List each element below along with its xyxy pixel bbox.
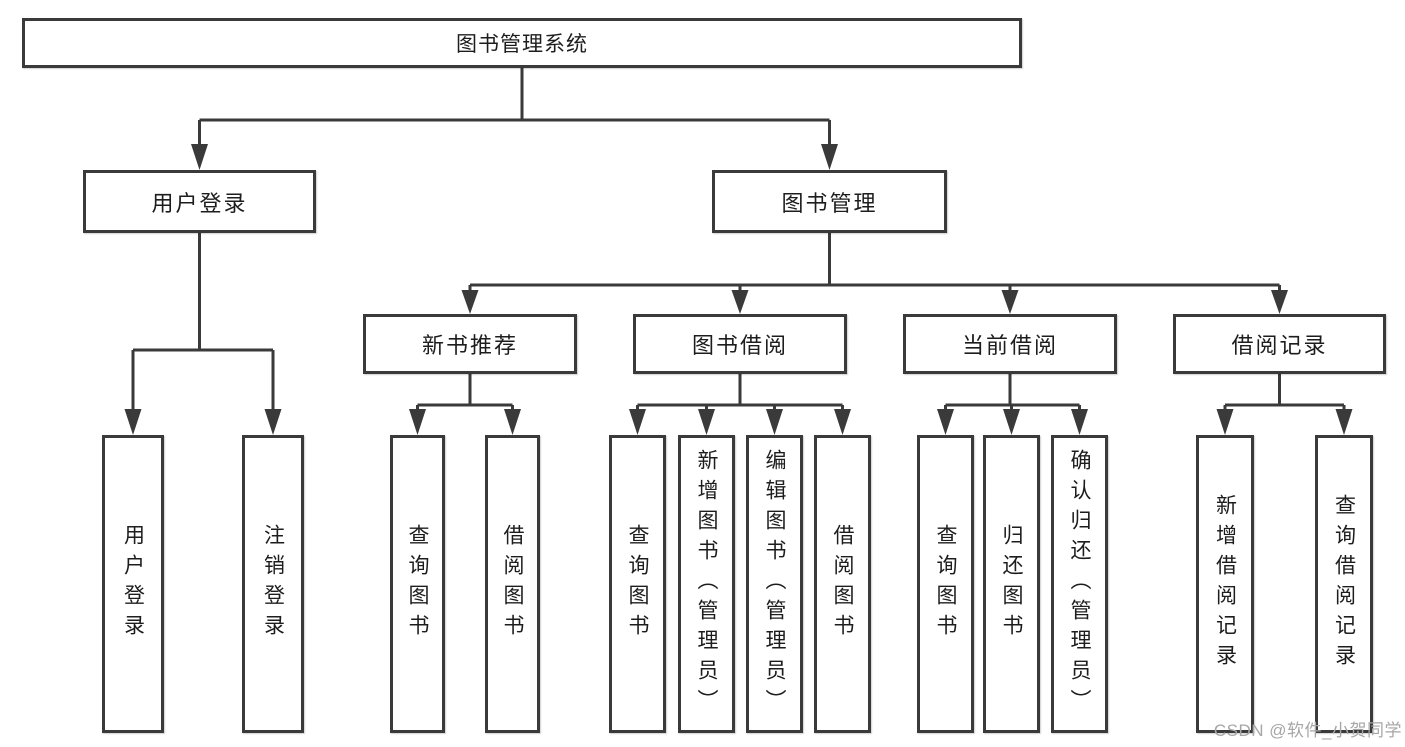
node-book-management-label: 图书管理 — [781, 190, 878, 216]
node-leaf-add-books-admin: 新增图书（管理员） — [678, 435, 735, 733]
node-book-management: 图书管理 — [712, 170, 947, 233]
node-root: 图书管理系统 — [22, 18, 1022, 68]
node-leaf-user-login: 用户登录 — [102, 435, 164, 733]
node-book-borrowing: 图书借阅 — [633, 314, 847, 374]
node-leaf-edit-books-admin: 编辑图书（管理员） — [746, 435, 803, 733]
node-leaf-query-books-2: 查询图书 — [609, 435, 666, 733]
node-current-borrowing: 当前借阅 — [903, 314, 1117, 374]
node-leaf-borrow-books-1: 借阅图书 — [485, 435, 540, 733]
node-book-borrowing-label: 图书借阅 — [691, 333, 788, 358]
node-leaf-add-borrow-record: 新增借阅记录 — [1196, 435, 1254, 733]
csdn-watermark: CSDN @软件_小贺同学 — [1213, 721, 1402, 740]
node-borrowing-records: 借阅记录 — [1173, 314, 1386, 374]
node-new-book-recommend-label: 新书推荐 — [421, 333, 518, 358]
node-borrowing-records-label: 借阅记录 — [1231, 333, 1328, 358]
node-user-login: 用户登录 — [83, 170, 316, 233]
node-user-login-label: 用户登录 — [151, 190, 248, 216]
node-new-book-recommend: 新书推荐 — [363, 314, 577, 374]
node-leaf-query-books-1: 查询图书 — [390, 435, 445, 733]
node-leaf-logout: 注销登录 — [242, 435, 304, 733]
node-leaf-confirm-return-admin: 确认归还（管理员） — [1051, 435, 1108, 733]
node-leaf-return-books: 归还图书 — [983, 435, 1040, 733]
arrowheads — [124, 144, 1353, 435]
node-leaf-query-borrow-record: 查询借阅记录 — [1315, 435, 1373, 733]
node-root-label: 图书管理系统 — [456, 33, 588, 56]
node-leaf-query-books-3: 查询图书 — [917, 435, 974, 733]
node-leaf-borrow-books-2: 借阅图书 — [814, 435, 871, 733]
node-current-borrowing-label: 当前借阅 — [961, 333, 1058, 358]
